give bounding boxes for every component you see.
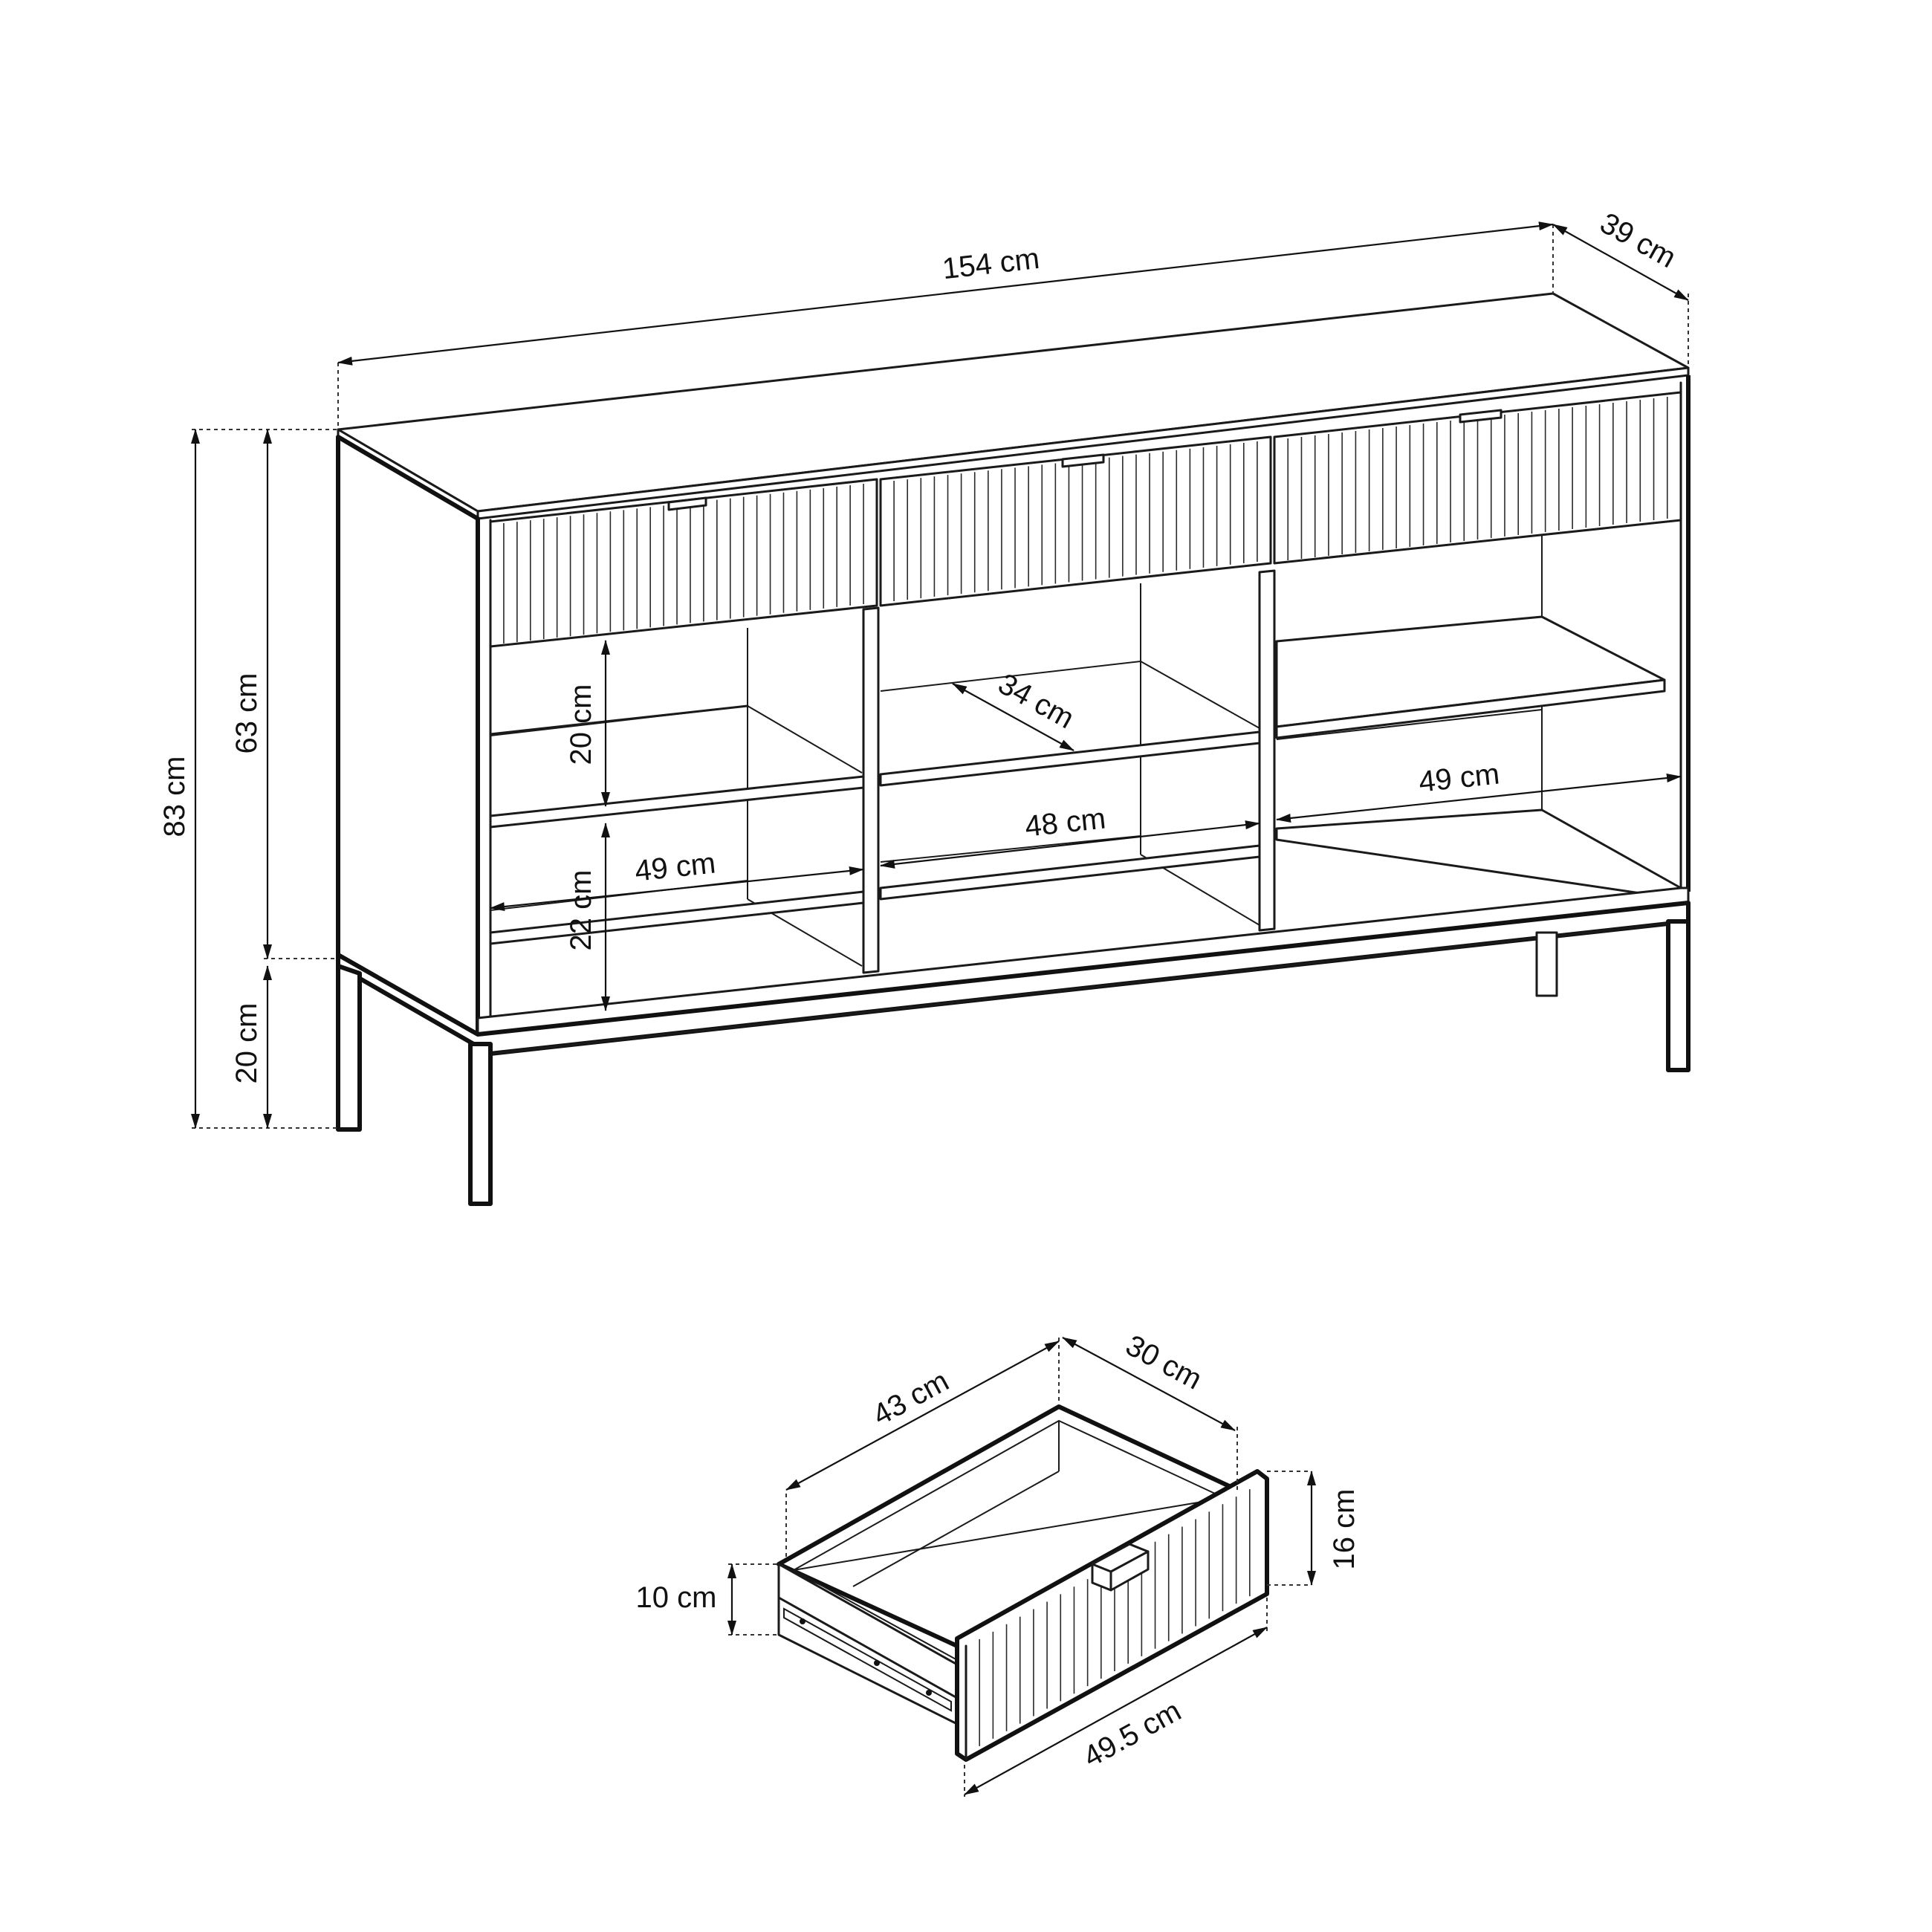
leg-back-right — [1535, 931, 1558, 997]
leg-back-left — [336, 964, 362, 1132]
sideboard-cabinet — [336, 292, 1690, 1206]
drawer-handle-right — [1459, 409, 1503, 424]
sideboard-dimensions: 154 cm 39 cm 83 cm 63 cm 20 cm 20 cm 22 … — [158, 207, 1689, 1129]
drawer-handle-middle — [1061, 453, 1105, 468]
drawer-detail — [777, 1404, 1269, 1762]
dim-drawer-box-height-label: 10 cm — [636, 1581, 717, 1614]
dim-total-height-label: 83 cm — [158, 756, 191, 837]
drawers — [489, 391, 1682, 648]
dim-middle-compartment-label: 48 cm — [1023, 802, 1107, 843]
metal-frame-legs — [336, 901, 1690, 1206]
dim-leg-height-label: 20 cm — [230, 1003, 263, 1084]
drawer-middle — [879, 435, 1272, 607]
drawer-left — [489, 478, 878, 648]
vertical-dividers — [862, 569, 1276, 974]
dim-width-label: 154 cm — [941, 242, 1041, 286]
cabinet-left-side — [336, 435, 480, 1037]
dim-drawer-front-width-label: 49.5 cm — [1078, 1694, 1187, 1774]
leg-front-right — [1666, 919, 1690, 1072]
dim-left-compartment-label: 49 cm — [633, 846, 717, 887]
drawer-runner — [783, 1607, 952, 1712]
drawer-handle-left — [667, 496, 707, 511]
dim-drawer-width-label: 30 cm — [1121, 1329, 1208, 1395]
leg-front-left — [468, 1042, 493, 1206]
cabinet-bottom — [476, 886, 1690, 1036]
dim-shelf-depth-label: 34 cm — [993, 667, 1080, 735]
dim-right-compartment-label: 49 cm — [1417, 757, 1501, 798]
dim-depth-label: 39 cm — [1595, 207, 1682, 274]
shelves — [489, 615, 1682, 945]
dim-lower-shelf-height-label: 22 cm — [565, 870, 597, 951]
dim-upper-shelf-height-label: 20 cm — [565, 684, 597, 765]
dim-drawer-front-height-label: 16 cm — [1328, 1489, 1361, 1570]
dim-body-height-label: 63 cm — [230, 673, 263, 754]
